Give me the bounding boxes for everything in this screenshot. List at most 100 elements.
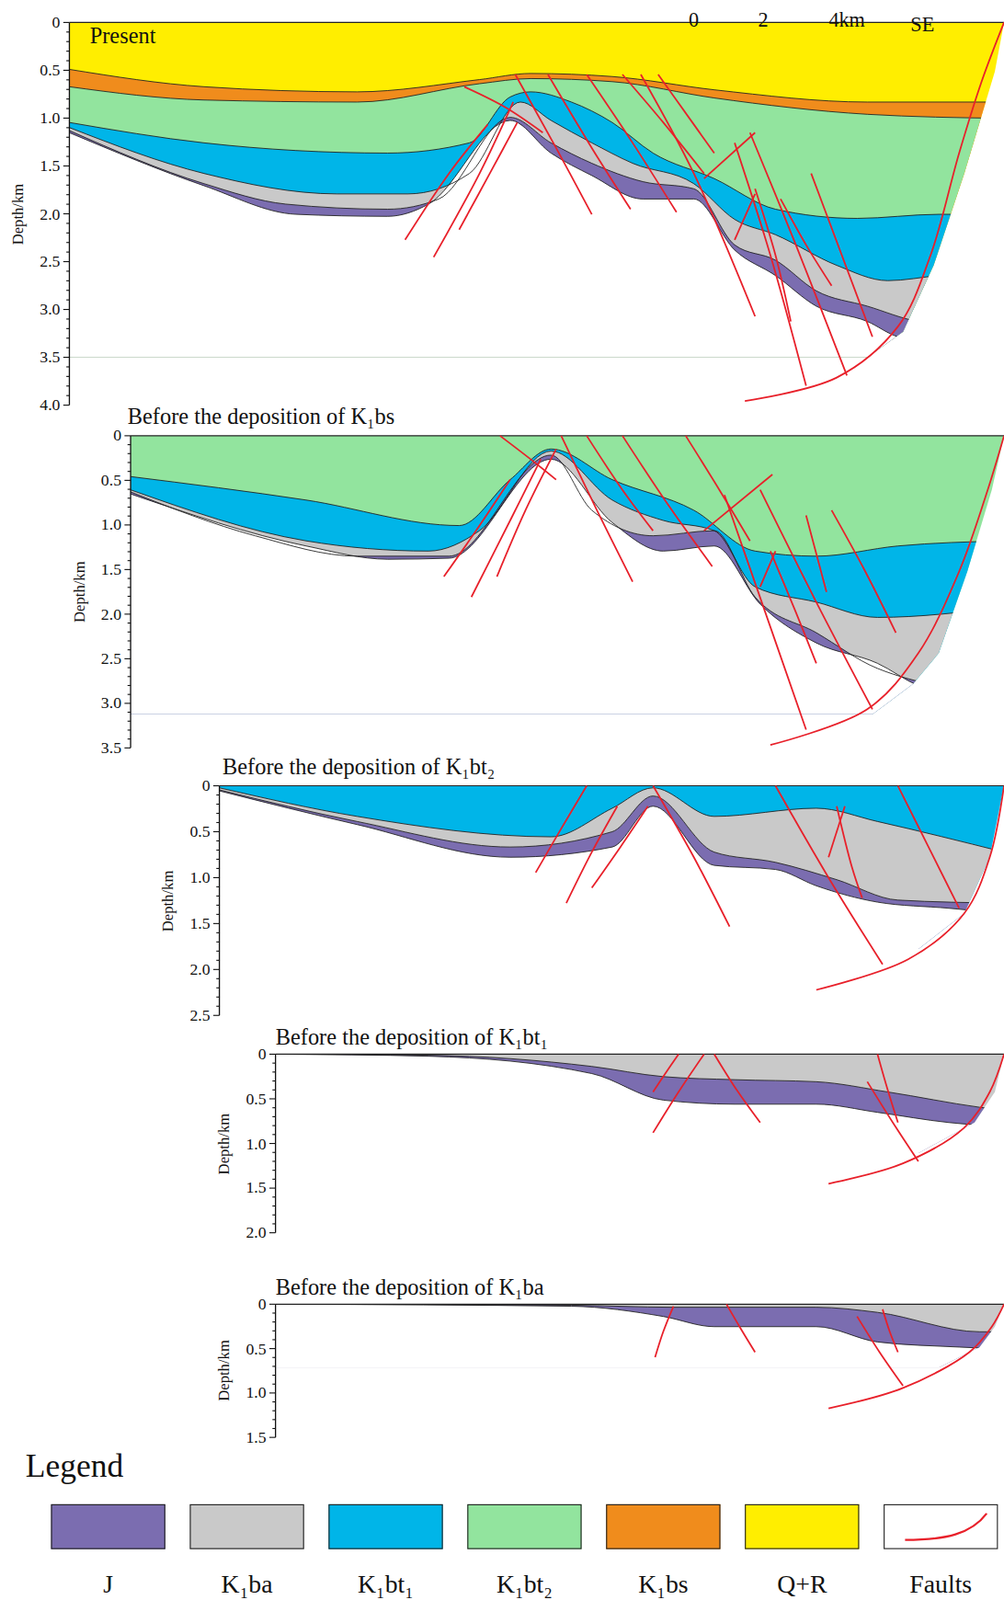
axis-tick <box>124 479 131 481</box>
axis-tick <box>66 222 69 224</box>
axis-tick <box>213 831 220 833</box>
faults <box>654 1303 1004 1408</box>
axis-tick <box>124 613 131 615</box>
depth-axis <box>63 22 70 405</box>
axis-tick <box>272 1383 275 1385</box>
axis-tick <box>127 711 131 713</box>
fault-line <box>828 1303 1004 1408</box>
horizon-line <box>275 1053 1004 1127</box>
fault-line <box>652 1053 679 1092</box>
legend-swatch <box>744 1504 859 1550</box>
axis-tick <box>127 470 131 472</box>
axis-tick <box>66 280 69 282</box>
axis-tick <box>66 299 69 301</box>
panel-title: Before the deposition of K₁bt₁ <box>275 1026 548 1049</box>
tick-label: 0 <box>258 1295 267 1313</box>
layer <box>275 1053 1004 1234</box>
axis-tick <box>127 649 131 651</box>
axis-tick <box>272 1214 275 1216</box>
panel-title: Before the deposition of K₁ba <box>275 1276 545 1299</box>
tick-label: 0 <box>52 14 61 32</box>
axis-tick <box>66 98 69 100</box>
depth-axis <box>213 786 220 1016</box>
fault-line <box>514 74 592 215</box>
faults <box>405 22 1004 401</box>
fault-line <box>658 74 715 153</box>
axis-tick <box>66 41 69 43</box>
axis-tick <box>272 1205 275 1207</box>
axis-tick <box>216 1005 219 1007</box>
horizon-line <box>130 448 1004 557</box>
axis-tick <box>269 1347 276 1349</box>
tick-label: 1.5 <box>245 1179 266 1197</box>
legend-swatch <box>883 1504 998 1550</box>
axis-tick <box>216 803 219 805</box>
axis-tick <box>127 720 131 722</box>
fault-line <box>867 1081 918 1162</box>
legend-swatch <box>50 1504 165 1550</box>
legend-label: Q+R <box>776 1571 827 1598</box>
tick-label: 4.0 <box>39 397 60 414</box>
fault-line <box>770 550 817 663</box>
surface-line <box>275 1053 1004 1055</box>
axis-tick <box>216 858 219 860</box>
panel-title: 2 <box>758 9 769 30</box>
fault-line <box>704 132 755 179</box>
legend-label: J <box>102 1571 114 1598</box>
axis-tick <box>269 1053 276 1055</box>
axis-tick <box>127 639 131 641</box>
axis-tick <box>66 385 69 387</box>
axis-line <box>274 1303 276 1438</box>
axis-tick <box>216 812 219 814</box>
horizon-line <box>68 120 1004 353</box>
layer <box>68 68 1004 357</box>
fault-line <box>547 74 631 209</box>
axis-tick <box>124 658 131 660</box>
axis-tick <box>213 969 220 970</box>
axis-tick <box>66 241 69 243</box>
axis-tick <box>216 886 219 888</box>
panel-title: SE <box>910 14 935 35</box>
fault-line <box>726 1303 755 1352</box>
tick-label: 2.0 <box>245 1224 266 1242</box>
fault-line <box>464 86 543 133</box>
tick-label: 0.5 <box>189 823 210 841</box>
panel-title: Before the deposition of K₁bs <box>127 405 396 428</box>
tick-label: 0 <box>258 1046 267 1063</box>
fault-line <box>652 786 730 927</box>
legend-label: K₁bt₁ <box>357 1571 414 1598</box>
axis-tick <box>66 184 69 186</box>
tick-label: 2.5 <box>39 253 60 271</box>
tick-label: 0.5 <box>245 1090 266 1107</box>
tick-label: 2.5 <box>101 650 122 667</box>
axis-tick <box>272 1080 275 1082</box>
axis-tick <box>272 1089 275 1091</box>
axis-tick <box>66 395 69 397</box>
tick-label: 1.5 <box>101 560 122 578</box>
axis-tick <box>127 595 131 597</box>
fault-line <box>724 494 807 730</box>
axis-tick <box>127 578 131 580</box>
axis-tick <box>66 270 69 272</box>
legend-swatch <box>189 1504 304 1550</box>
fault-line <box>734 193 755 240</box>
fault-line <box>816 786 1004 991</box>
section <box>275 1303 1004 1438</box>
axis-tick <box>127 675 131 677</box>
axis-tick <box>66 79 69 80</box>
axis-tick <box>127 533 131 535</box>
fault-line <box>828 1053 1004 1184</box>
axis-tick <box>66 347 69 349</box>
axis-tick <box>124 524 131 525</box>
horizon-line <box>219 789 1004 903</box>
fault-line <box>750 132 847 376</box>
layer <box>68 102 1004 357</box>
section <box>275 1053 1004 1234</box>
axis-title: Depth/km <box>216 1339 233 1402</box>
axis-tick <box>66 337 69 339</box>
legend-label: Faults <box>909 1571 972 1598</box>
axis-line <box>218 786 220 1016</box>
legend-swatch <box>605 1504 720 1550</box>
horizon-line <box>130 458 1004 704</box>
fault-line <box>877 1053 898 1122</box>
